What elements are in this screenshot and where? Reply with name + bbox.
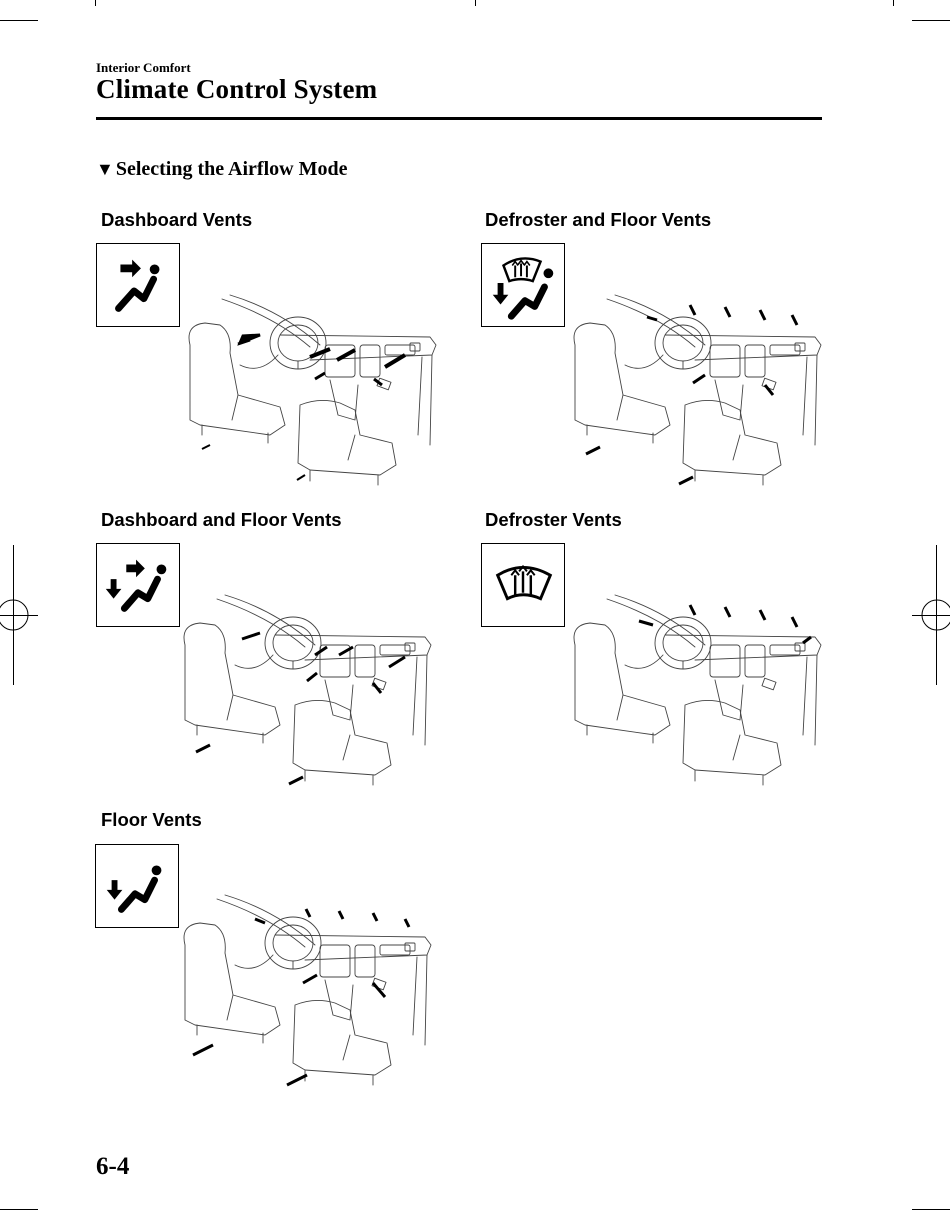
crop-mark (0, 1209, 38, 1210)
mode-title-defroster: Defroster Vents (485, 509, 622, 530)
triangle-marker-icon: ▼ (96, 159, 114, 179)
dashboard-vents-illustration (160, 285, 440, 495)
registration-mark (921, 599, 950, 631)
floor-vent-mode-icon (95, 844, 179, 928)
mode-title-defroster-floor: Defroster and Floor Vents (485, 209, 712, 230)
dashboard-floor-vents-illustration (155, 585, 435, 795)
defroster-vents-illustration (545, 585, 825, 795)
title-divider (96, 117, 822, 120)
section-label: Interior Comfort (96, 60, 191, 75)
crop-mark (912, 615, 950, 616)
crop-mark (912, 20, 950, 21)
mode-title-dashboard: Dashboard Vents (101, 209, 253, 230)
floor-vents-illustration (155, 885, 435, 1095)
crop-mark (912, 1209, 950, 1210)
crop-mark (893, 0, 894, 6)
crop-mark (475, 0, 476, 6)
mode-title-floor: Floor Vents (101, 809, 202, 830)
page-number: 6-4 (96, 1153, 130, 1180)
registration-mark (0, 599, 29, 631)
defroster-floor-vents-illustration (545, 285, 825, 495)
defroster-vent-mode-icon (481, 543, 565, 627)
page-title: Climate Control System (96, 74, 378, 104)
crop-mark (95, 0, 96, 6)
crop-mark (0, 20, 38, 21)
crop-mark (0, 615, 38, 616)
mode-title-dashboard-floor: Dashboard and Floor Vents (101, 509, 342, 530)
dashboard-floor-vent-mode-icon (96, 543, 180, 627)
subheading: ▼Selecting the Airflow Mode (96, 158, 347, 181)
subheading-text: Selecting the Airflow Mode (115, 158, 348, 180)
defroster-floor-vent-mode-icon (481, 243, 565, 327)
dashboard-vent-mode-icon (96, 243, 180, 327)
